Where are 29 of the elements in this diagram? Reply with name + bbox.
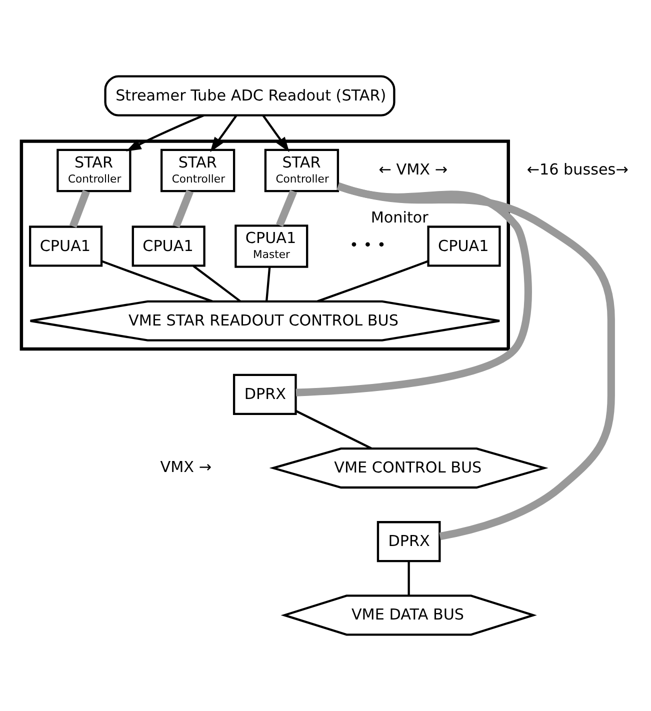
connector: [336, 182, 615, 540]
label: VMX →: [160, 458, 212, 476]
label: ← VMX →: [378, 160, 448, 178]
connector: [192, 265, 241, 302]
arrow: [262, 114, 290, 152]
label: ←16 busses→: [526, 160, 628, 178]
node-box: Streamer Tube ADC Readout (STAR): [104, 75, 396, 116]
connector: [408, 561, 410, 596]
connector: [266, 267, 271, 302]
connector: [172, 190, 194, 228]
node-box: CPUA1: [29, 226, 103, 267]
node-box: STAR Controller: [264, 148, 340, 192]
arrow: [126, 114, 204, 152]
node-box: DPRX: [376, 521, 441, 562]
connector: [295, 410, 372, 450]
arrow: [210, 114, 238, 152]
connector: [317, 260, 429, 302]
label: • • •: [350, 236, 386, 254]
connector: [69, 190, 90, 228]
node-box: CPUA1 Master: [234, 224, 308, 268]
connector: [296, 182, 532, 396]
node-label: Monitor: [370, 208, 428, 227]
node-box: CPUA1: [132, 226, 206, 267]
connector: [276, 190, 298, 227]
node-box: STAR Controller: [56, 148, 132, 192]
node-box: CPUA1: [427, 226, 501, 267]
node-box: STAR Controller: [160, 148, 236, 192]
node-box: DPRX: [232, 374, 297, 416]
connector: [101, 260, 213, 302]
